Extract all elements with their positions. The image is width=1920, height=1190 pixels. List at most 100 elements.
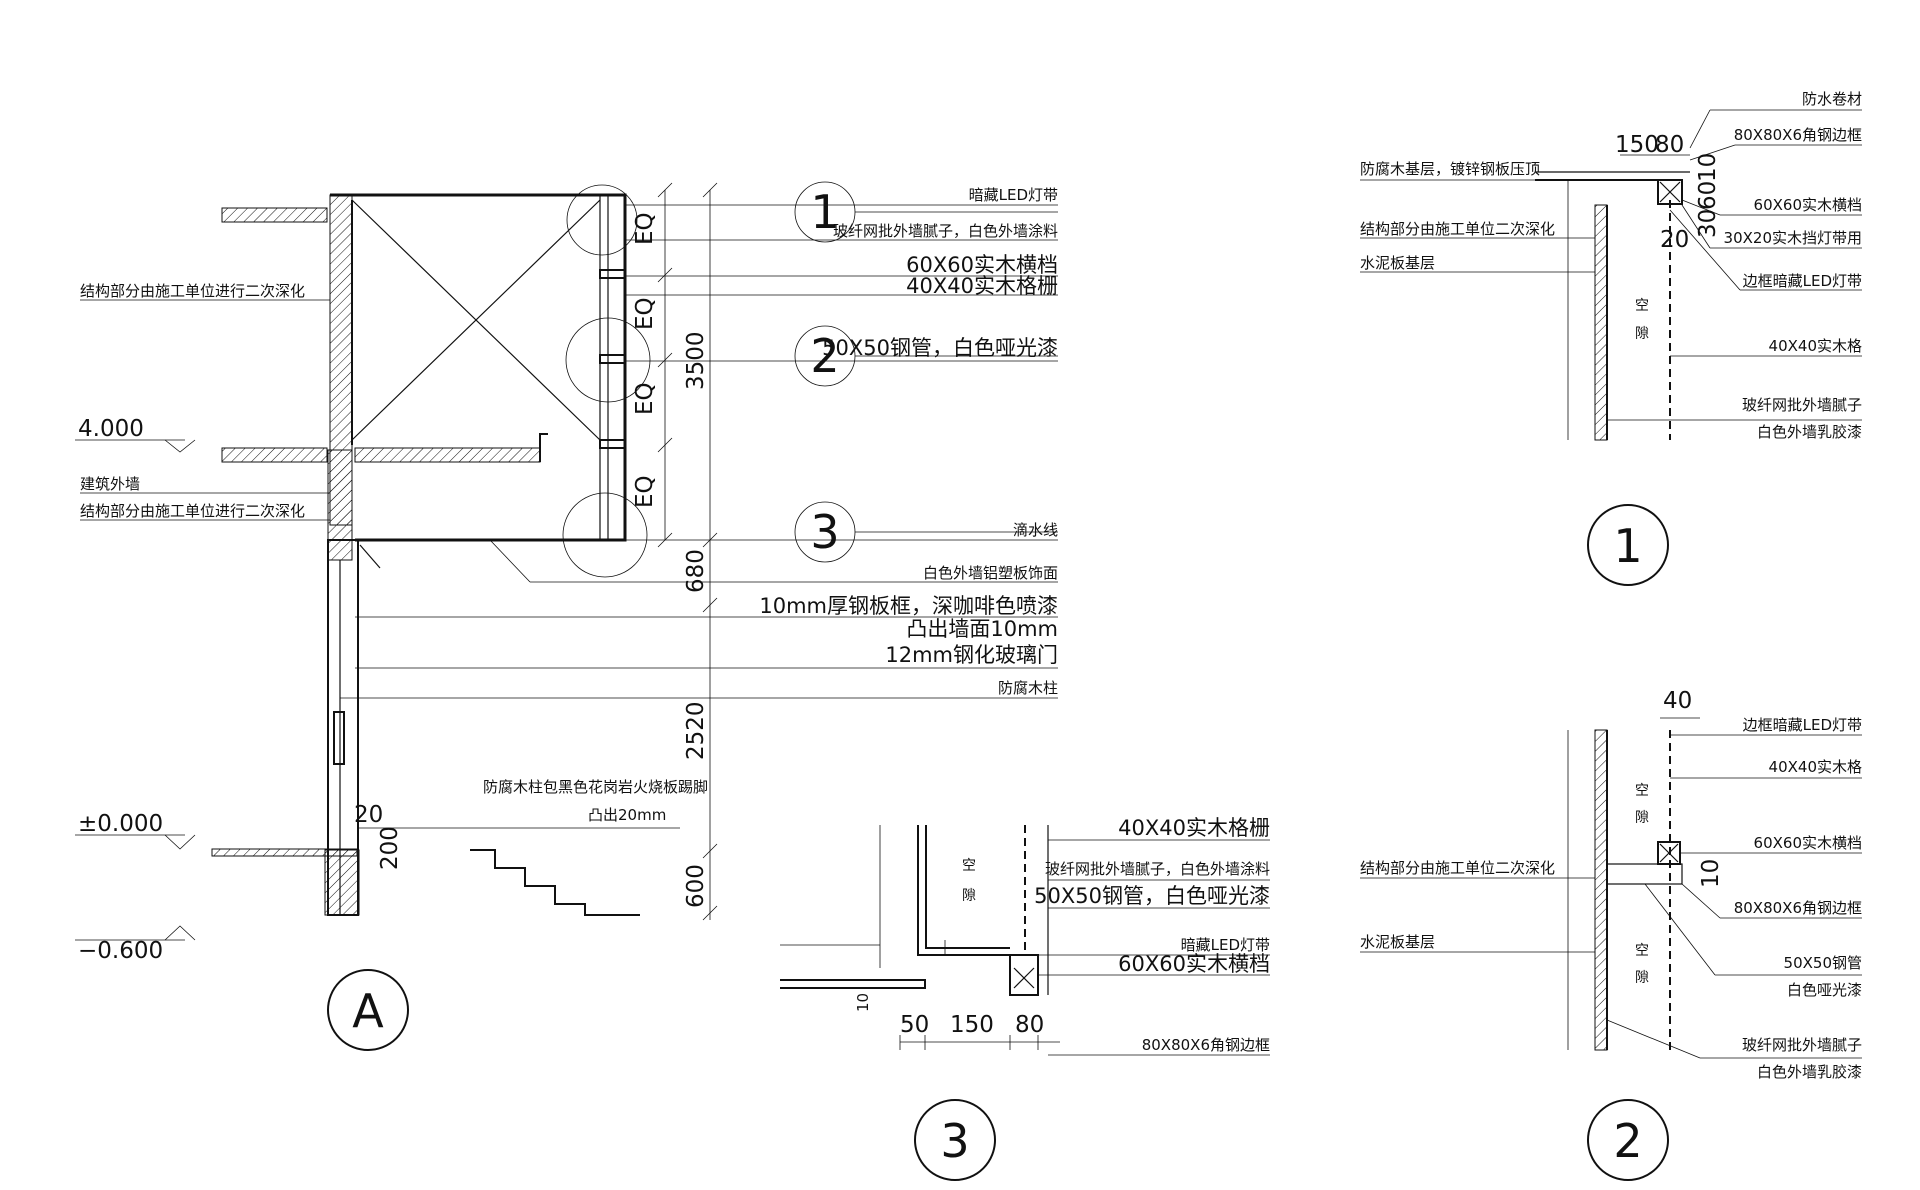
d1-label-wood-grid: 40X40实木格 [1769, 337, 1862, 355]
dim-eq-3: EQ [632, 382, 658, 415]
callout-circle-2 [565, 317, 651, 403]
d3-gap-1: 空 [962, 858, 976, 874]
d3-label-fiberglass: 玻纤网批外墙腻子，白色外墙涂料 [1045, 860, 1270, 878]
canopy-frame [330, 193, 627, 542]
d3-gap-2: 隙 [962, 888, 976, 904]
label-structure-2: 结构部分由施工单位进行二次深化 [80, 502, 305, 520]
d2-dim-10: 10 [1698, 859, 1724, 888]
canopy-upturn [539, 433, 548, 462]
d3-label-wood-grille: 40X40实木格栅 [1118, 816, 1270, 840]
upper-slab [221, 207, 328, 223]
d1-dim-20: 20 [1660, 227, 1689, 253]
canopy-slab [354, 447, 541, 463]
detail-1: 防水卷材 80X80X6角钢边框 防腐木基层，镀锌钢板压顶 60X60实木横档 … [1360, 90, 1862, 586]
d2-label-steel-pipe: 50X50钢管 [1784, 954, 1862, 972]
d3-wall-inner [925, 825, 1010, 949]
middle-slab [221, 447, 328, 463]
d1-dim-10: 10 [1695, 153, 1721, 182]
d3-dim-150: 150 [950, 1012, 994, 1038]
d1-dim-80: 80 [1655, 132, 1684, 158]
label-exterior-wall: 建筑外墙 [80, 475, 140, 493]
d2-label-cement-board: 水泥板基层 [1360, 933, 1435, 951]
ground-floor [211, 848, 358, 857]
label-led-strip: 暗藏LED灯带 [969, 186, 1058, 204]
detail-3-tag: 3 [940, 1114, 969, 1168]
d2-label-wood-rail: 60X60实木横档 [1754, 834, 1862, 852]
exterior-wall-block [327, 449, 353, 561]
d1-cement-board [1594, 204, 1608, 441]
level-minus-0600: −0.600 [78, 938, 163, 964]
callout-circle-3 [562, 492, 648, 578]
label-wood-rail: 60X60实木横档 [906, 253, 1058, 277]
callout-label-1: 1 [810, 185, 839, 239]
detail-3: 40X40实木格栅 玻纤网批外墙腻子，白色外墙涂料 50X50钢管，白色哑光漆 … [780, 816, 1270, 1181]
d1-label-latex: 白色外墙乳胶漆 [1757, 423, 1862, 441]
label-wood-column: 防腐木柱 [998, 679, 1058, 697]
label-steel-pipe: 50X50钢管，白色哑光漆 [822, 336, 1058, 360]
d2-label-structure: 结构部分由施工单位二次深化 [1360, 859, 1555, 877]
d1-label-led-block: 30X20实木挡灯带用 [1724, 229, 1862, 247]
label-drip-line: 滴水线 [1013, 521, 1058, 539]
level-4000: 4.000 [78, 416, 144, 442]
steps [470, 849, 640, 916]
door-handle [333, 711, 345, 765]
d1-label-putty: 玻纤网批外墙腻子 [1742, 396, 1862, 414]
d2-label-wood-grid: 40X40实木格 [1769, 758, 1862, 776]
detail-a: 暗藏LED灯带 玻纤网批外墙腻子，白色外墙涂料 60X60实木横档 40X40实… [75, 181, 1058, 1051]
d2-label-matte-white: 白色哑光漆 [1787, 981, 1862, 999]
d3-wall-outer [917, 825, 1010, 956]
label-glass-door: 12mm钢化玻璃门 [885, 643, 1058, 667]
d3-label-wood-rail: 60X60实木横档 [1118, 952, 1270, 976]
d2-label-angle-frame: 80X80X6角钢边框 [1734, 899, 1862, 917]
level-markers [75, 439, 196, 941]
label-structure-1: 结构部分由施工单位进行二次深化 [80, 282, 305, 300]
callout-circle-1 [566, 184, 638, 256]
d3-floor [780, 979, 926, 989]
d3-label-led: 暗藏LED灯带 [1181, 936, 1270, 954]
dim-680: 680 [683, 549, 709, 593]
d1-label-wood-base: 防腐木基层，镀锌钢板压顶 [1360, 160, 1540, 178]
d3-label-steel-pipe: 50X50钢管，白色哑光漆 [1034, 884, 1270, 908]
d1-gap-1: 空 [1635, 298, 1649, 314]
dim-2520: 2520 [683, 701, 709, 760]
callout-label-3: 3 [810, 505, 839, 559]
label-wood-grille: 40X40实木格栅 [906, 274, 1058, 298]
d2-gap-top-2: 隙 [1635, 810, 1649, 826]
callout-label-2: 2 [810, 329, 839, 383]
d1-dim-30: 30 [1695, 209, 1721, 238]
d3-dim-10: 10 [854, 993, 872, 1012]
d1-label-wood-rail: 60X60实木横档 [1754, 196, 1862, 214]
detail-1-tag: 1 [1613, 519, 1642, 573]
d2-label-latex: 白色外墙乳胶漆 [1757, 1063, 1862, 1081]
d1-dim-150: 150 [1615, 132, 1659, 158]
rail-2 [599, 354, 626, 364]
d1-label-structure: 结构部分由施工单位二次深化 [1360, 220, 1555, 238]
d2-gap-bottom-1: 空 [1635, 943, 1649, 959]
label-protrude-10: 凸出墙面10mm [906, 617, 1058, 641]
label-aluminum-panel: 白色外墙铝塑板饰面 [923, 564, 1058, 582]
dim-600: 600 [683, 864, 709, 908]
dim-3500: 3500 [683, 331, 709, 390]
dim-20: 20 [354, 802, 383, 828]
label-steel-frame: 10mm厚钢板框，深咖啡色喷漆 [759, 594, 1058, 618]
d1-label-led-edge: 边框暗藏LED灯带 [1743, 272, 1862, 290]
granite-base [324, 849, 360, 916]
d3-label-angle-frame: 80X80X6角钢边框 [1142, 1036, 1270, 1054]
dim-eq-2: EQ [632, 297, 658, 330]
bracing-2 [351, 199, 601, 441]
label-protrude-20: 凸出20mm [588, 806, 666, 824]
d1-gap-2: 隙 [1635, 326, 1649, 342]
d2-angle-frame [1606, 863, 1683, 885]
d1-label-cement-board: 水泥板基层 [1360, 254, 1435, 272]
drip-bracket [359, 544, 381, 569]
dim-eq-1: EQ [632, 212, 658, 245]
d2-gap-bottom-2: 隙 [1635, 970, 1649, 986]
d1-label-waterproof: 防水卷材 [1802, 90, 1862, 108]
d2-cement-board [1594, 729, 1608, 1051]
d3-dim-80: 80 [1015, 1012, 1044, 1038]
d2-gap-top-1: 空 [1635, 783, 1649, 799]
d2-dim-40: 40 [1663, 688, 1692, 714]
d1-rail-block [1657, 179, 1683, 205]
detail-2-tag: 2 [1613, 1114, 1642, 1168]
